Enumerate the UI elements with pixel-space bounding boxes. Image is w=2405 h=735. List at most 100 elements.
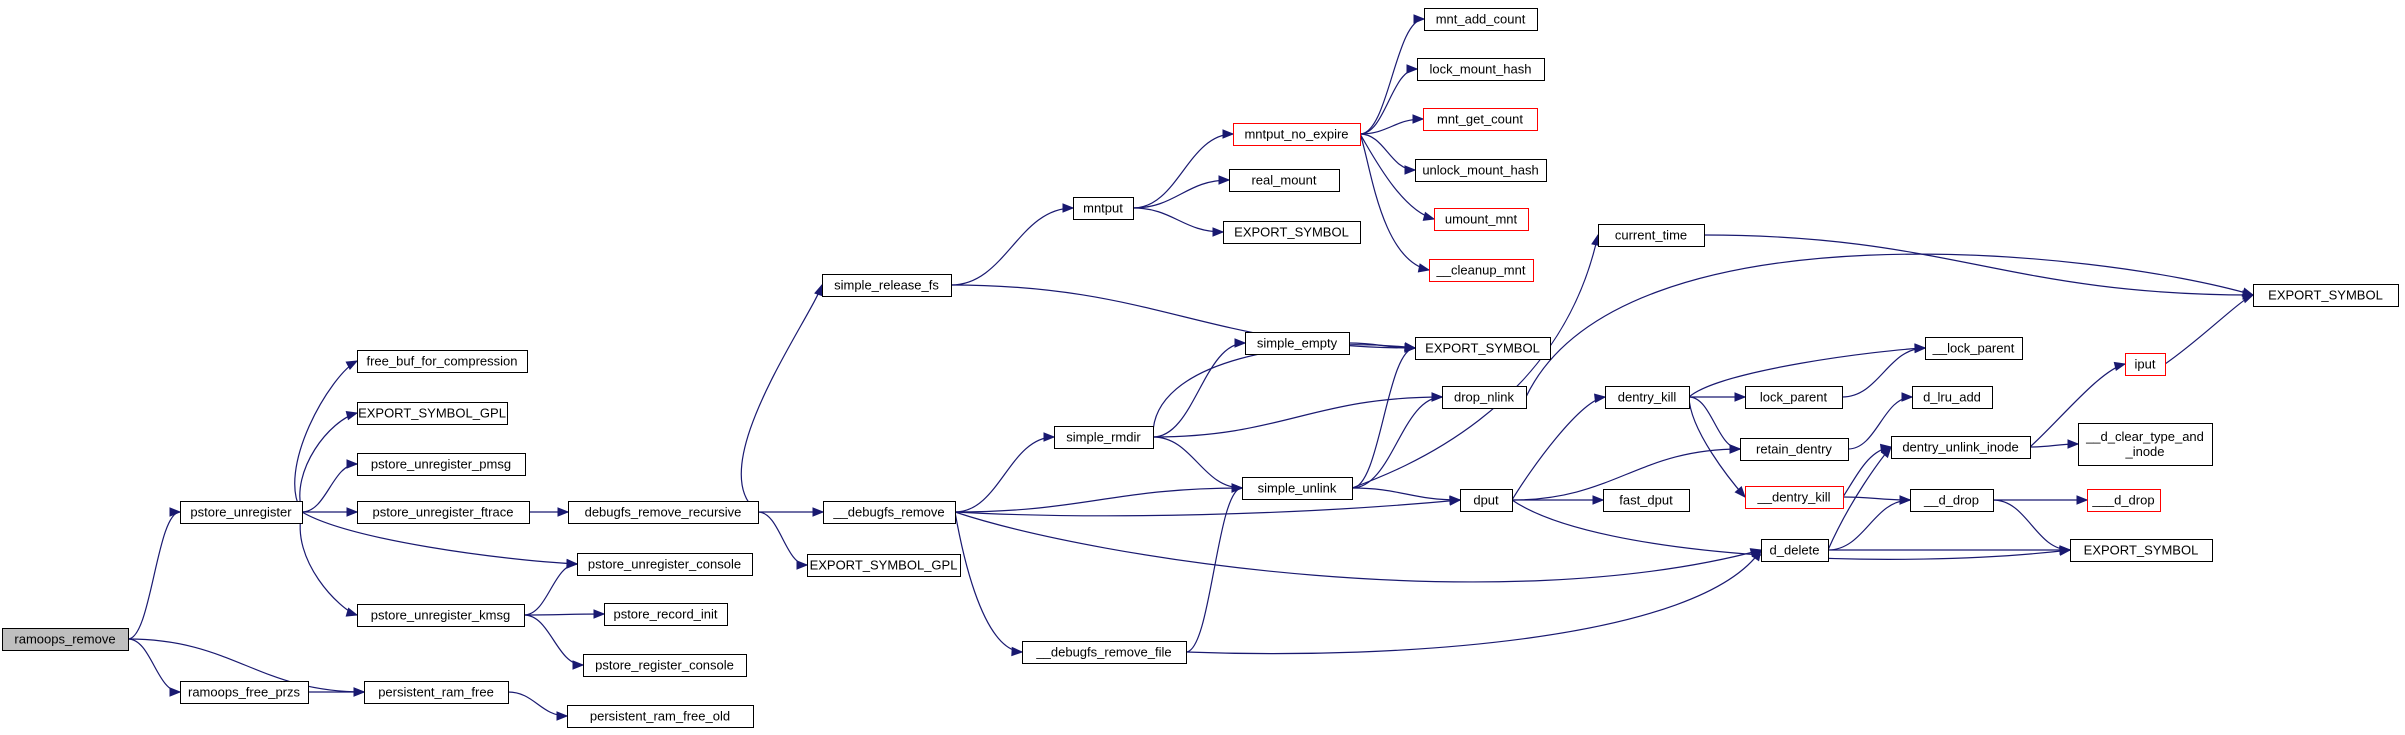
node-box[interactable]	[1603, 489, 1690, 512]
node-pstore-unregister-ftrace[interactable]: pstore_unregister_ftrace	[357, 501, 530, 524]
node-box[interactable]	[823, 501, 956, 524]
node-box[interactable]	[1460, 489, 1513, 512]
node-box[interactable]	[1434, 208, 1529, 231]
node---debugfs-remove-file[interactable]: __debugfs_remove_file	[1022, 641, 1187, 664]
node-export-symbol-mid[interactable]: EXPORT_SYMBOL	[1415, 337, 1551, 360]
node-box[interactable]	[1073, 197, 1134, 220]
node-box[interactable]	[1229, 169, 1340, 192]
node-box[interactable]	[807, 554, 961, 577]
node-box[interactable]	[1245, 332, 1350, 355]
node---lock-parent[interactable]: __lock_parent	[1925, 337, 2023, 360]
node-pstore-unregister[interactable]: pstore_unregister	[180, 501, 303, 524]
node-d-delete[interactable]: d_delete	[1761, 539, 1829, 562]
node-pstore-record-init[interactable]: pstore_record_init	[604, 603, 728, 626]
node---d-drop[interactable]: __d_drop	[1910, 489, 1994, 512]
node-box[interactable]	[568, 501, 759, 524]
node-box[interactable]	[1605, 386, 1690, 409]
node-box[interactable]	[1891, 436, 2031, 459]
node-debugfs-remove-recursive[interactable]: debugfs_remove_recursive	[568, 501, 759, 524]
node-export-symbol-far-right[interactable]: EXPORT_SYMBOL	[2253, 284, 2399, 307]
node-lock-mount-hash[interactable]: lock_mount_hash	[1417, 58, 1545, 81]
node-box[interactable]	[1925, 337, 2023, 360]
node-box[interactable]	[1223, 221, 1361, 244]
node-box[interactable]	[1022, 641, 1187, 664]
node-simple-unlink[interactable]: simple_unlink	[1242, 477, 1353, 500]
node-current-time[interactable]: current_time	[1598, 224, 1705, 247]
node---cleanup-mnt[interactable]: __cleanup_mnt	[1429, 259, 1534, 282]
node-box[interactable]	[357, 350, 528, 373]
node-box[interactable]	[577, 553, 753, 576]
node-unlock-mount-hash[interactable]: unlock_mount_hash	[1415, 159, 1547, 182]
node-box[interactable]	[1912, 386, 1993, 409]
node-box[interactable]	[1054, 426, 1154, 449]
node-export-symbol-mntput[interactable]: EXPORT_SYMBOL	[1223, 221, 1361, 244]
node-mnt-get-count[interactable]: mnt_get_count	[1423, 108, 1538, 131]
node-box[interactable]	[1242, 477, 1353, 500]
node-box[interactable]	[583, 654, 747, 677]
node-box[interactable]	[1910, 489, 1994, 512]
node-box[interactable]	[1745, 486, 1844, 509]
node-simple-rmdir[interactable]: simple_rmdir	[1054, 426, 1154, 449]
node-box[interactable]	[180, 681, 309, 704]
node-box[interactable]	[357, 604, 525, 627]
node-persistent-ram-free-old[interactable]: persistent_ram_free_old	[567, 705, 754, 728]
node-ramoops-remove[interactable]: ramoops_remove	[2, 628, 129, 651]
node-box[interactable]	[1415, 337, 1551, 360]
node-box[interactable]	[180, 501, 303, 524]
node-pstore-register-console[interactable]: pstore_register_console	[583, 654, 747, 677]
node-pstore-unregister-pmsg[interactable]: pstore_unregister_pmsg	[357, 453, 526, 476]
node-umount-mnt[interactable]: umount_mnt	[1434, 208, 1529, 231]
node-box[interactable]	[357, 453, 526, 476]
node-box[interactable]	[1424, 8, 1538, 31]
node-box[interactable]	[1417, 58, 1545, 81]
node----d-drop[interactable]: ___d_drop	[2087, 489, 2161, 512]
node-box[interactable]	[357, 402, 508, 425]
node-box[interactable]	[1740, 438, 1849, 461]
node-real-mount[interactable]: real_mount	[1229, 169, 1340, 192]
node-mntput[interactable]: mntput	[1073, 197, 1134, 220]
node-box[interactable]	[2078, 423, 2213, 466]
node-iput[interactable]: iput	[2125, 353, 2166, 376]
node-dput[interactable]: dput	[1460, 489, 1513, 512]
node-lock-parent[interactable]: lock_parent	[1745, 386, 1843, 409]
node---debugfs-remove[interactable]: __debugfs_remove	[823, 501, 956, 524]
node-dentry-kill[interactable]: dentry_kill	[1605, 386, 1690, 409]
node-mnt-add-count[interactable]: mnt_add_count	[1424, 8, 1538, 31]
node-simple-empty[interactable]: simple_empty	[1245, 332, 1350, 355]
node-simple-release-fs[interactable]: simple_release_fs	[822, 274, 952, 297]
node-box[interactable]	[1745, 386, 1843, 409]
node-box[interactable]	[2087, 489, 2161, 512]
node-box[interactable]	[357, 501, 530, 524]
node-d-lru-add[interactable]: d_lru_add	[1912, 386, 1993, 409]
node-pstore-unregister-kmsg[interactable]: pstore_unregister_kmsg	[357, 604, 525, 627]
node-box[interactable]	[822, 274, 952, 297]
node-box[interactable]	[1598, 224, 1705, 247]
node-box[interactable]	[1761, 539, 1829, 562]
node-dentry-unlink-inode[interactable]: dentry_unlink_inode	[1891, 436, 2031, 459]
node-ramoops-free-przs[interactable]: ramoops_free_przs	[180, 681, 309, 704]
node-box[interactable]	[1415, 159, 1547, 182]
node-box[interactable]	[1442, 386, 1527, 409]
node-box[interactable]	[2253, 284, 2399, 307]
node-export-symbol-gpl-1[interactable]: EXPORT_SYMBOL_GPL	[357, 402, 508, 425]
node-pstore-unregister-console[interactable]: pstore_unregister_console	[577, 553, 753, 576]
node-mntput-no-expire[interactable]: mntput_no_expire	[1233, 123, 1361, 146]
node---d-clear-type-and-inode[interactable]: __d_clear_type_and_inode	[2078, 423, 2213, 466]
node-persistent-ram-free[interactable]: persistent_ram_free	[364, 681, 509, 704]
node-drop-nlink[interactable]: drop_nlink	[1442, 386, 1527, 409]
node-box[interactable]	[2070, 539, 2213, 562]
node-fast-dput[interactable]: fast_dput	[1603, 489, 1690, 512]
node-box[interactable]	[1423, 108, 1538, 131]
node-box[interactable]	[364, 681, 509, 704]
node-box[interactable]	[2125, 353, 2166, 376]
node-box[interactable]	[1233, 123, 1361, 146]
node-retain-dentry[interactable]: retain_dentry	[1740, 438, 1849, 461]
node-box[interactable]	[604, 603, 728, 626]
node-box[interactable]	[2, 628, 129, 651]
node-export-symbol-right[interactable]: EXPORT_SYMBOL	[2070, 539, 2213, 562]
node-export-symbol-gpl-2[interactable]: EXPORT_SYMBOL_GPL	[807, 554, 961, 577]
node-free-buf-for-compression[interactable]: free_buf_for_compression	[357, 350, 528, 373]
node-box[interactable]	[567, 705, 754, 728]
node-box[interactable]	[1429, 259, 1534, 282]
node---dentry-kill[interactable]: __dentry_kill	[1745, 486, 1844, 509]
